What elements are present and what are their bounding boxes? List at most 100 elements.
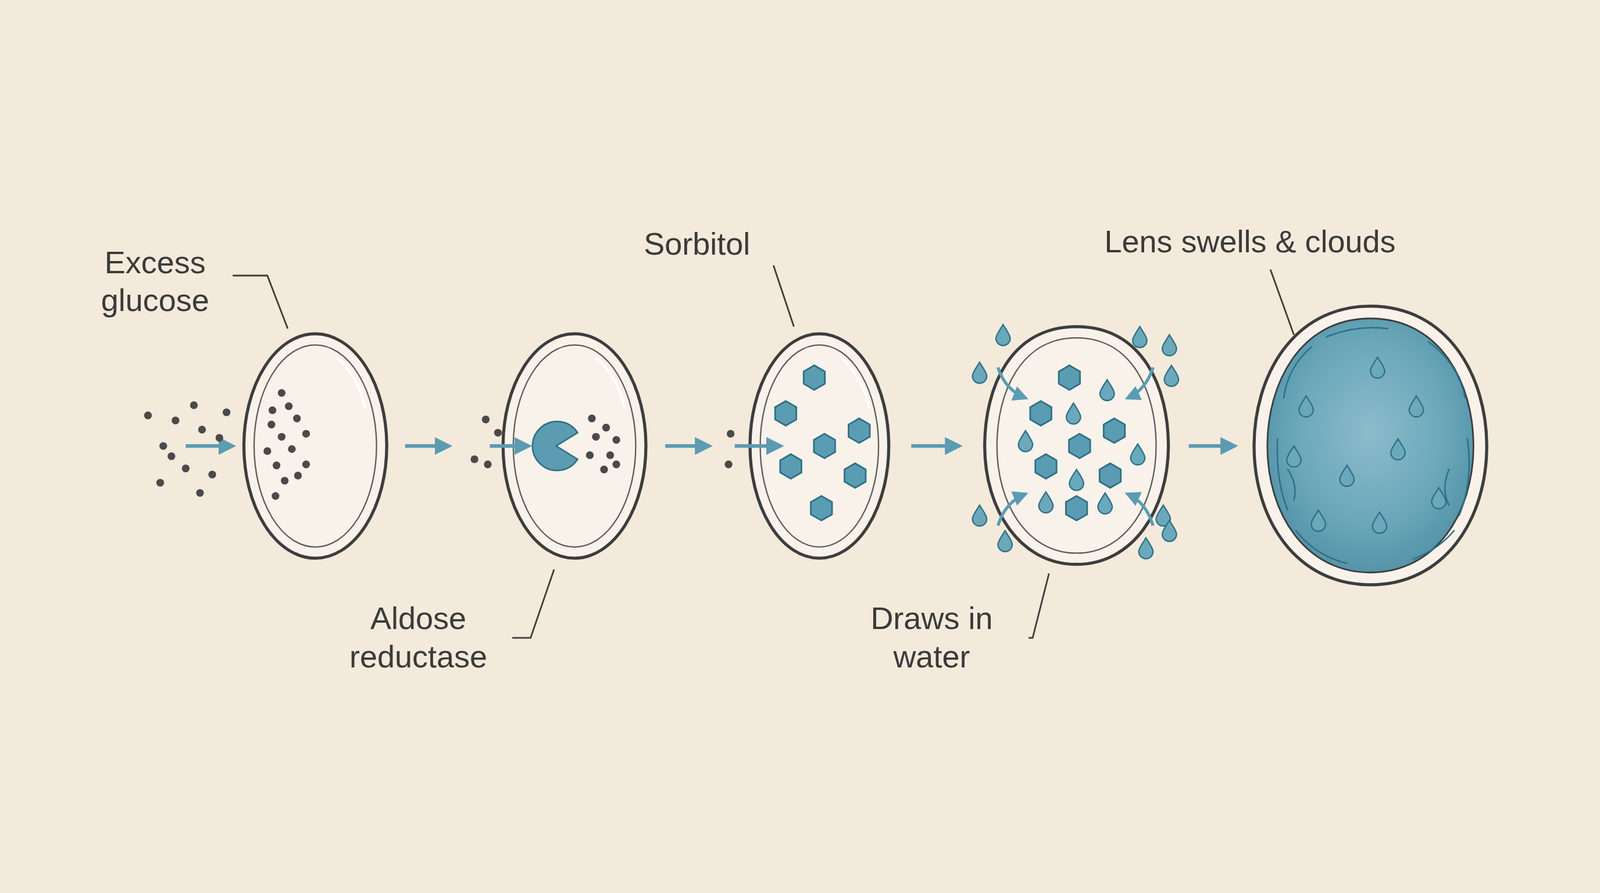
glucose-dot <box>612 460 620 469</box>
sorbitol-hexagon <box>775 365 1125 521</box>
water-droplet <box>1162 520 1177 542</box>
sorbitol-hexagon <box>811 495 832 521</box>
glucose-dot <box>287 445 296 453</box>
water-droplet <box>1138 537 1154 559</box>
sorbitol-hexagon <box>775 401 796 426</box>
glucose-dot <box>277 433 286 441</box>
glucose-dot <box>612 436 620 444</box>
glucose-dot <box>302 429 310 438</box>
sorbitol-hexagon <box>1035 454 1057 479</box>
sorbitol-hexagon <box>1069 433 1091 459</box>
water-droplet <box>1066 402 1081 424</box>
leader-line <box>232 275 288 329</box>
cloud-swirl <box>1283 347 1312 399</box>
glucose-dot <box>483 460 492 469</box>
glucose-dot <box>159 441 167 450</box>
water-droplet <box>972 324 1446 559</box>
flow-arrow <box>734 444 781 448</box>
glucose-dot <box>144 411 152 420</box>
glucose-dot <box>587 414 596 423</box>
lens-outline <box>984 326 1169 565</box>
water-droplet <box>1431 487 1446 509</box>
water-droplet <box>1097 493 1113 514</box>
leader-line <box>232 265 1294 638</box>
glucose-dot <box>302 460 310 469</box>
glucose-dot <box>470 455 478 463</box>
glucose-dot <box>280 476 289 485</box>
water-droplet <box>1286 445 1302 467</box>
glucose-dot <box>481 415 490 424</box>
cloud-swirl <box>1295 530 1348 564</box>
flow-arrow <box>405 444 449 448</box>
glucose-dot <box>267 420 275 429</box>
water-droplet <box>1162 334 1177 356</box>
lens-outline <box>997 337 1157 553</box>
glucose-dot <box>606 451 614 459</box>
water-droplet <box>1100 379 1115 401</box>
glucose-dot <box>586 451 594 459</box>
glucose-dot <box>277 388 286 397</box>
flow-arrow <box>665 444 709 448</box>
glucose-dot <box>198 425 206 434</box>
flow-arrow <box>1188 444 1235 448</box>
water-inflow-arrow <box>997 367 1153 526</box>
lens-outline <box>254 344 377 548</box>
sorbitol-hexagon <box>1065 495 1087 521</box>
callout-label: Draws in water <box>861 599 1002 677</box>
flow-arrow <box>911 444 959 448</box>
glucose-dot <box>144 388 735 500</box>
glucose-dot <box>724 460 732 469</box>
callout-label: Excess glucose <box>82 243 228 321</box>
sorbitol-hexagon <box>1030 401 1052 426</box>
glucose-dot <box>726 429 735 438</box>
water-droplet <box>1038 491 1054 513</box>
glucose-dot <box>195 488 204 497</box>
glucose-dot <box>272 461 281 470</box>
sorbitol-hexagon <box>848 418 870 444</box>
glucose-dot <box>293 414 301 423</box>
leader-line <box>1028 573 1049 639</box>
water-droplet <box>972 505 988 527</box>
glucose-dot <box>171 416 180 425</box>
cloud-swirl <box>1326 327 1388 338</box>
leader-line <box>512 569 555 638</box>
leader-line <box>773 265 794 327</box>
water-droplet <box>972 362 988 384</box>
callout-label: Aldose reductase <box>337 599 500 677</box>
leader-line <box>1270 269 1294 335</box>
water-inflow-arrow <box>997 494 1025 526</box>
cloud-swirl <box>1428 341 1466 399</box>
sorbitol-hexagon <box>1103 418 1125 444</box>
water-droplet <box>995 324 1011 346</box>
glucose-dot <box>222 408 231 417</box>
glucose-dot <box>591 433 600 441</box>
lens-outline <box>1254 306 1487 585</box>
water-droplet <box>1069 469 1084 491</box>
aldose-reductase-enzyme <box>532 421 578 471</box>
water-inflow-arrow <box>1127 494 1153 526</box>
glucose-dot <box>268 406 277 414</box>
glucose-dot <box>294 471 302 480</box>
lens-outline <box>840 356 870 409</box>
glucose-dot <box>263 447 271 455</box>
lens-outline <box>513 344 637 548</box>
callout-label: Lens swells & clouds <box>1104 222 1396 262</box>
water-inflow-arrow <box>997 367 1025 399</box>
sorbitol-hexagon <box>844 463 866 488</box>
glucose-dot <box>494 429 502 437</box>
glucose-dot <box>181 464 190 473</box>
cloud-swirl <box>1459 438 1470 516</box>
sorbitol-hexagon <box>813 433 835 459</box>
water-droplet <box>1132 326 1148 348</box>
sorbitol-hexagon <box>1058 365 1080 390</box>
water-droplet <box>1018 430 1034 452</box>
glucose-dot <box>284 402 293 410</box>
water-droplet <box>997 530 1013 552</box>
water-droplet <box>1311 510 1326 532</box>
sorbitol-hexagon <box>1099 463 1121 488</box>
water-droplet <box>1390 438 1406 460</box>
flow-arrow <box>489 444 529 448</box>
lens-outline <box>336 356 366 409</box>
